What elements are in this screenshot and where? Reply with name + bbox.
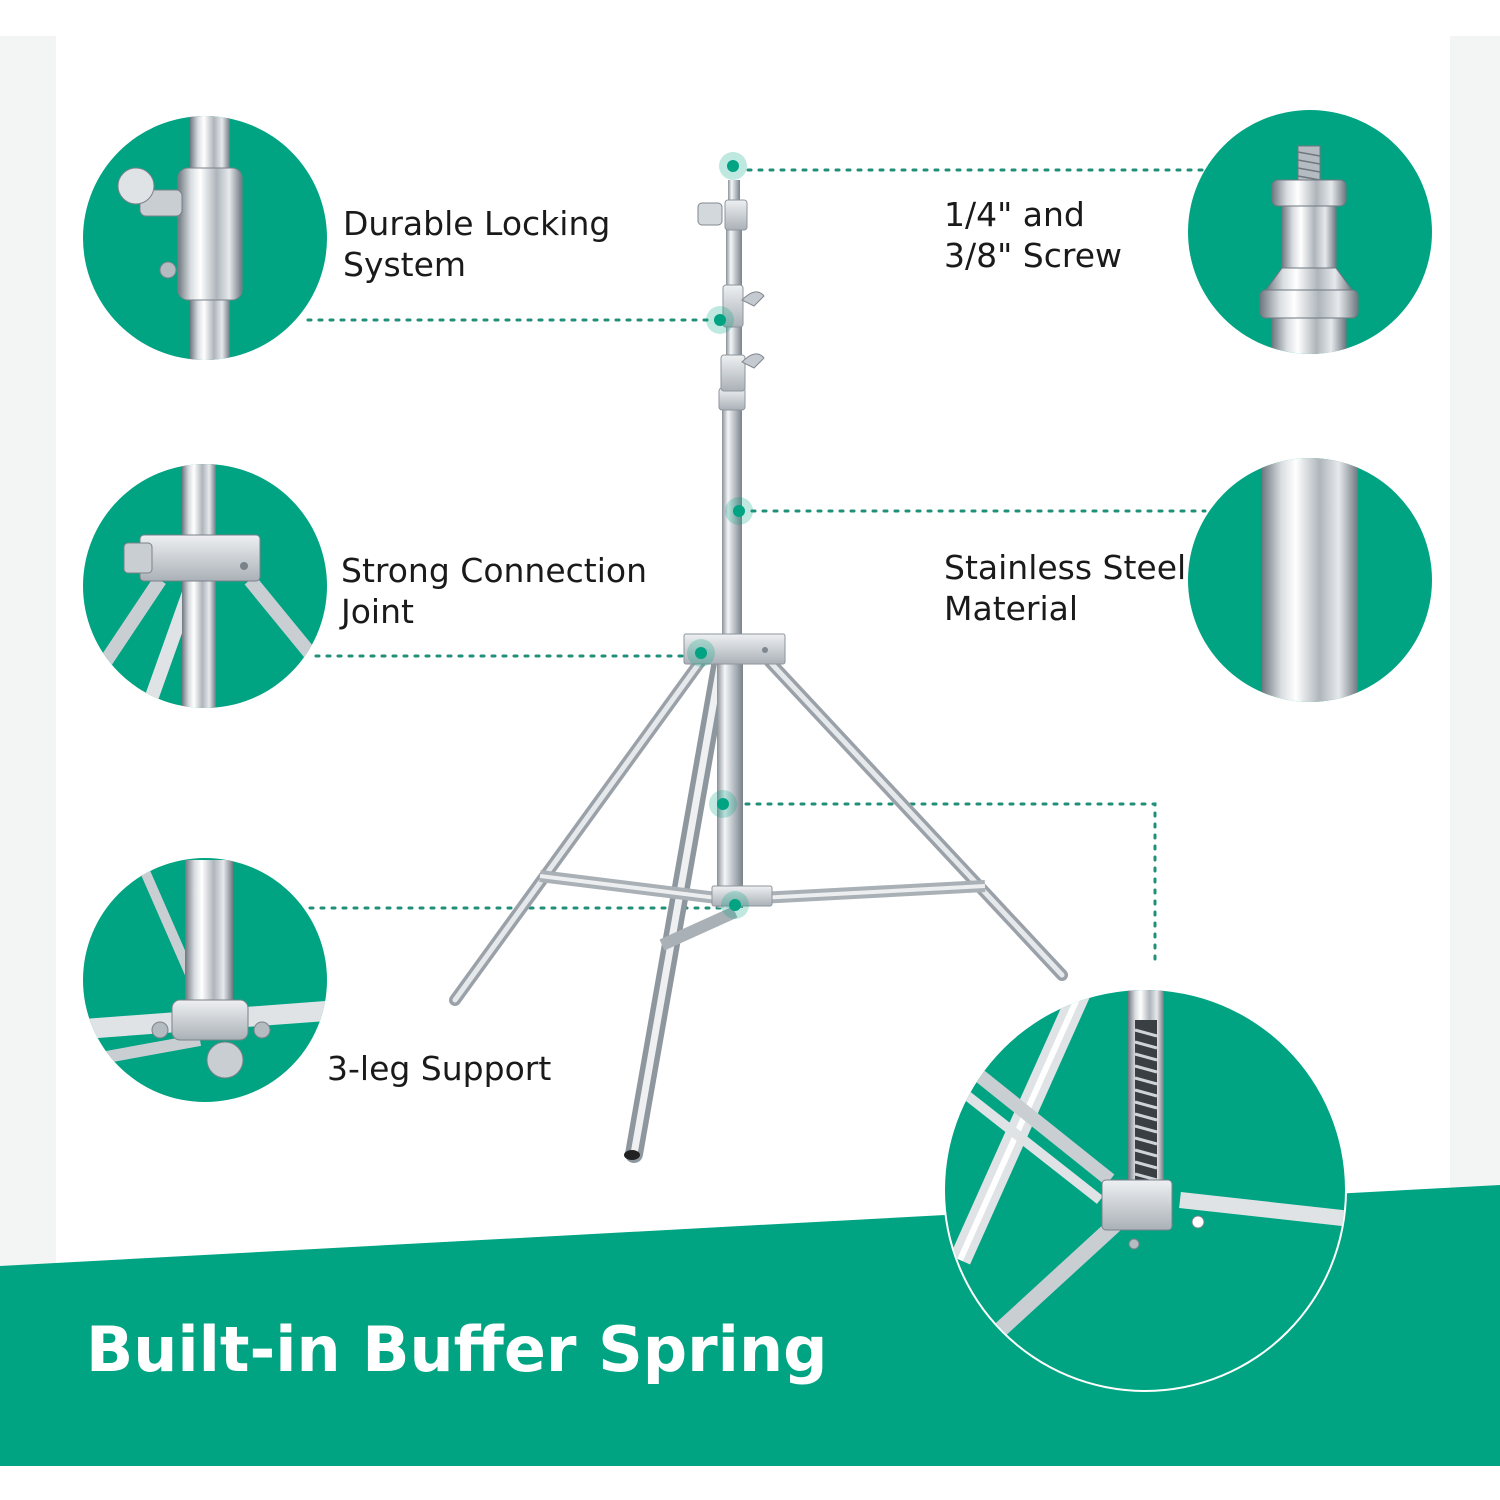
locking-knob-closeup	[83, 116, 327, 360]
feature-label-joint: Strong Connection Joint	[341, 550, 647, 632]
feature-label-steel-line2: Material	[944, 589, 1079, 628]
feature-label-joint-line2: Joint	[341, 592, 414, 631]
feature-label-joint-line1: Strong Connection	[341, 551, 647, 590]
feature-label-locking-line1: Durable Locking	[343, 204, 611, 243]
feature-label-steel: Stainless Steel Material	[944, 547, 1186, 629]
feature-label-screw: 1/4" and 3/8" Screw	[944, 194, 1122, 276]
hotspot-markers	[687, 152, 753, 919]
feature-label-locking-line2: System	[343, 245, 467, 284]
feature-label-screw-line2: 3/8" Screw	[944, 236, 1123, 275]
light-stand	[449, 180, 1068, 1163]
leg-base-closeup	[83, 858, 327, 1102]
feature-label-legs-line1: 3-leg Support	[327, 1049, 552, 1088]
steel-tube-closeup	[1188, 458, 1432, 702]
left-border	[0, 36, 56, 1466]
feature-label-steel-line1: Stainless Steel	[944, 548, 1187, 587]
feature-label-screw-line1: 1/4" and	[944, 195, 1085, 234]
spigot-screw-closeup	[1188, 110, 1432, 354]
buffer-spring-closeup	[943, 988, 1347, 1392]
leader-lines	[306, 168, 1207, 962]
banner-title: Built-in Buffer Spring	[86, 1313, 828, 1386]
connection-joint-closeup	[83, 464, 327, 708]
feature-label-legs: 3-leg Support	[327, 1048, 551, 1089]
feature-label-locking: Durable Locking System	[343, 203, 610, 285]
